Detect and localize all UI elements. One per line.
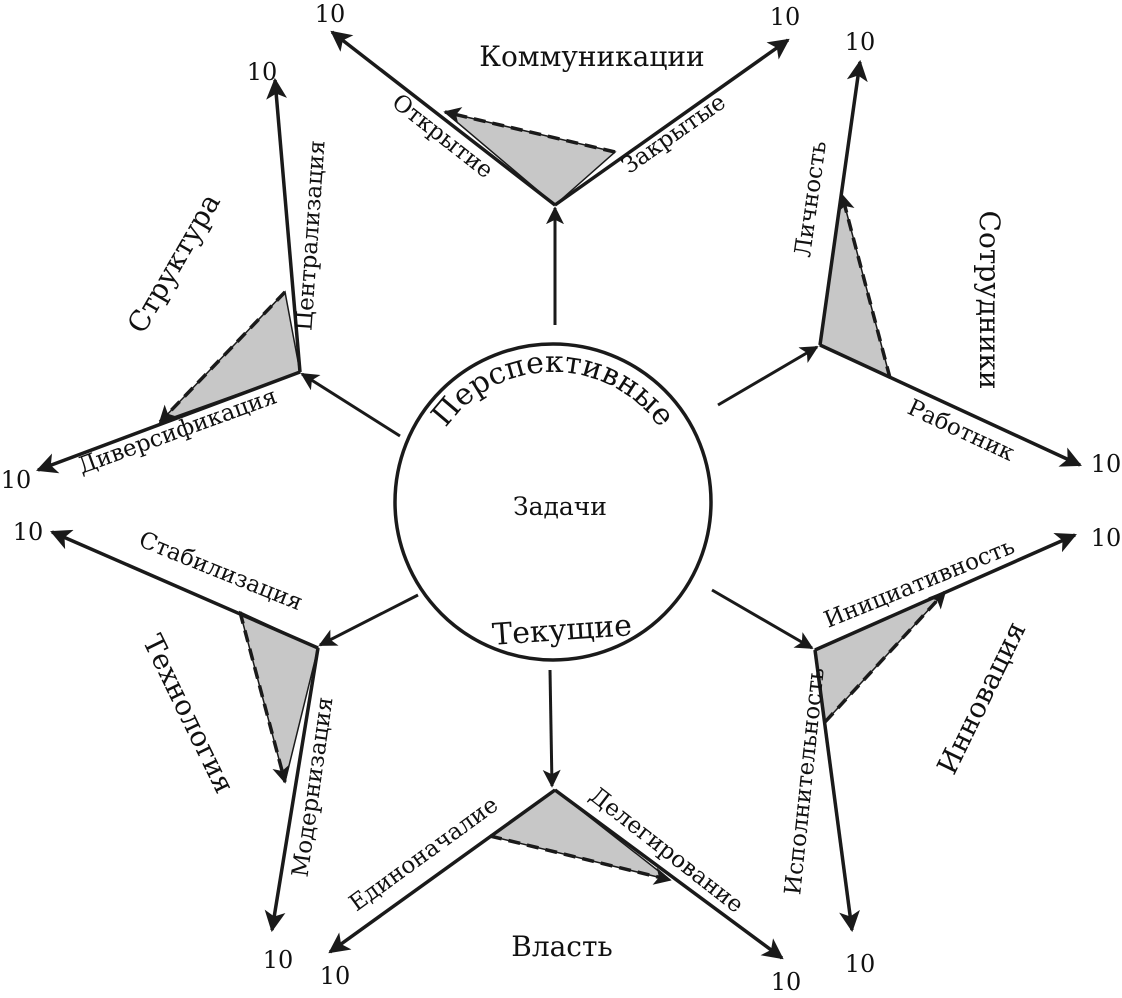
max-value-delegation: 10 bbox=[771, 968, 802, 996]
axes bbox=[36, 30, 1082, 960]
dashed-line-innovation bbox=[823, 590, 947, 724]
axis-label-centralization: Централизация bbox=[291, 139, 330, 331]
axis-personality bbox=[818, 59, 868, 346]
group-title-structure: Структура bbox=[121, 188, 227, 339]
dashed-line-technology bbox=[238, 611, 290, 784]
axis-stabilization bbox=[50, 529, 319, 650]
axis-initiative bbox=[814, 533, 1077, 652]
axis-label-stabilization: Стабилизация bbox=[135, 527, 306, 616]
axis-closed bbox=[553, 38, 790, 207]
group-title-communications: Коммуникации bbox=[479, 40, 704, 73]
max-value-openness: 10 bbox=[315, 0, 346, 28]
dashed-line-communications bbox=[443, 107, 616, 154]
axis-label-worker: Работник bbox=[904, 395, 1019, 467]
connector-power bbox=[542, 669, 561, 788]
max-value-centralization: 10 bbox=[247, 58, 278, 86]
axis-label-execution: Исполнительность bbox=[780, 666, 830, 896]
max-value-stabilization: 10 bbox=[13, 518, 44, 546]
axis-label-diversification: Диверсификация bbox=[75, 383, 281, 479]
axis-label-closed: Закрытые bbox=[617, 89, 730, 179]
axis-delegation bbox=[553, 788, 784, 960]
profile-areas bbox=[159, 111, 946, 881]
max-value-diversification: 10 bbox=[1, 466, 32, 494]
connector-employees bbox=[717, 345, 819, 407]
tasks-circle bbox=[393, 342, 713, 662]
connector-innovation bbox=[711, 588, 814, 650]
connectors bbox=[300, 206, 819, 788]
axis-one-man-management bbox=[328, 788, 557, 954]
axis-label-personality: Личность bbox=[790, 139, 832, 259]
max-value-execution: 10 bbox=[845, 950, 876, 978]
group-title-technology: Технология bbox=[136, 629, 241, 798]
max-value-initiative: 10 bbox=[1091, 524, 1122, 552]
group-title-power: Власть bbox=[511, 930, 612, 963]
dashed-line-structure bbox=[158, 290, 287, 424]
group-title-employees: Сотрудники bbox=[973, 211, 1006, 390]
center-middle-label: Задачи bbox=[513, 492, 607, 521]
axis-label-one-man-management: Единоначалие bbox=[345, 792, 503, 917]
axis-centralization bbox=[266, 77, 302, 373]
connector-structure bbox=[300, 372, 401, 438]
max-value-one-man-management: 10 bbox=[320, 962, 351, 990]
max-value-modernization: 10 bbox=[263, 946, 294, 974]
group-title-innovation: Инновация bbox=[930, 616, 1032, 779]
dashed-line-power bbox=[489, 834, 672, 885]
max-value-closed: 10 bbox=[770, 3, 801, 31]
max-value-worker: 10 bbox=[1091, 450, 1122, 478]
axis-openness bbox=[330, 30, 557, 207]
axis-execution bbox=[813, 649, 860, 933]
profile-dashed-lines bbox=[158, 107, 947, 885]
axis-modernization bbox=[264, 647, 320, 933]
axis-diversification bbox=[36, 370, 301, 474]
dashed-line-employees bbox=[837, 193, 892, 379]
center-circle-group: Перспективные Задачи Текущие bbox=[393, 342, 713, 662]
max-value-personality: 10 bbox=[845, 28, 876, 56]
axis-worker bbox=[819, 343, 1082, 467]
connector-technology bbox=[318, 593, 419, 647]
